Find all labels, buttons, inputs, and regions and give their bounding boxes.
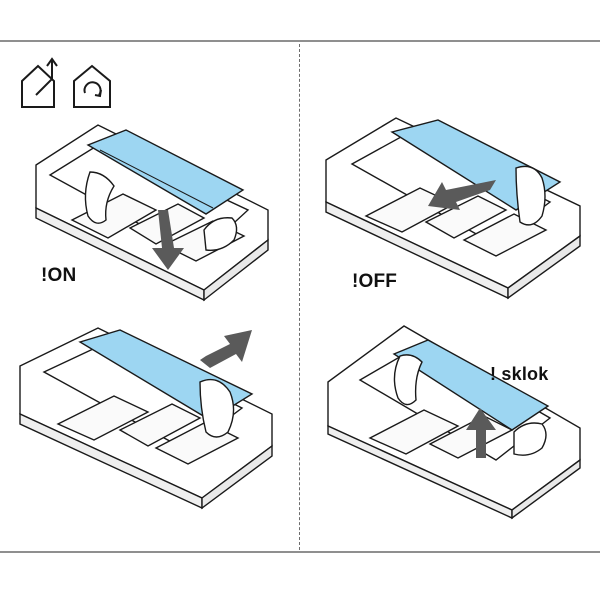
label-off: !OFF [352,271,398,292]
label-on: !ON [41,265,77,286]
house-with-recirculation-icon [73,64,111,108]
step-4-hood-illustration [327,325,581,520]
lift-up-arrow-icon [200,330,252,368]
step-3-hood-illustration [19,327,273,510]
hand-left-icon [84,171,115,224]
step-1-hood-illustration [35,124,269,302]
hand-lift-icon [199,378,235,438]
step-2-hood-illustration [325,117,581,300]
hand-left-icon [393,354,423,406]
label-sklok: ! sklok [490,364,549,384]
hand-pull-icon [515,165,546,226]
push-down-arrow-icon [152,210,184,270]
hand-right-icon [513,422,547,456]
mode-icons [21,57,111,108]
panel-divider [299,44,300,550]
push-up-arrow-icon [466,408,496,458]
house-with-exit-arrow-icon [21,57,58,108]
instruction-frame [0,40,600,553]
hand-right-icon [203,217,238,251]
pull-left-arrow-icon [428,180,496,210]
